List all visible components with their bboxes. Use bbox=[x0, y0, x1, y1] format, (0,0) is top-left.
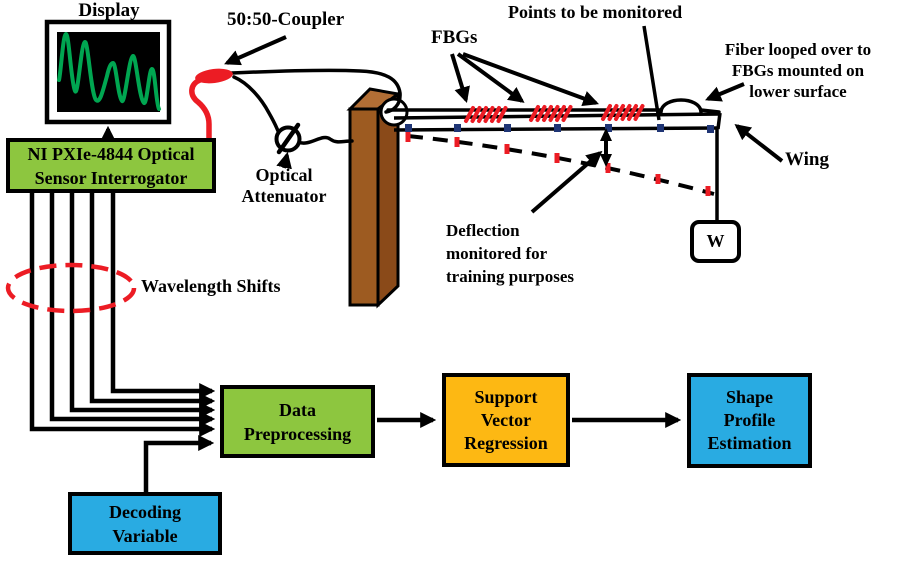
points-to-be-monitored-label: Points to be monitored bbox=[508, 2, 683, 22]
attenuator-label: Optical Attenuator bbox=[241, 165, 327, 206]
decoding-connector bbox=[143, 435, 215, 492]
display-monitor bbox=[44, 19, 172, 125]
fiber-loop-bump bbox=[659, 98, 703, 114]
points-pointer-line bbox=[642, 25, 661, 121]
fbg-arrow-3 bbox=[462, 52, 600, 107]
fbg-arrow-1 bbox=[450, 53, 470, 104]
fbg-hatches bbox=[464, 104, 645, 123]
optical-fibers bbox=[230, 68, 721, 145]
fbg-arrow-2 bbox=[456, 52, 525, 103]
deflected-points bbox=[405, 132, 711, 196]
deflection-arrow bbox=[530, 150, 603, 214]
support-vector-regression-box: Support Vector Regression bbox=[442, 373, 570, 467]
interrogator-box: NI PXIe-4844 Optical Sensor Interrogator bbox=[6, 138, 216, 193]
monitored-points bbox=[405, 124, 714, 133]
coupler-arrow bbox=[224, 35, 287, 66]
decoding-variable-box: Decoding Variable bbox=[68, 492, 222, 555]
weight-box: W bbox=[690, 220, 741, 263]
fbg-group-2 bbox=[529, 105, 573, 122]
deflection-label: Deflection monitored for training purpos… bbox=[446, 221, 574, 286]
fbg-group-3 bbox=[601, 104, 645, 121]
deflected-line bbox=[407, 134, 715, 196]
red-fiber bbox=[189, 77, 212, 144]
annotation-arrows bbox=[100, 25, 784, 214]
coupler-blob bbox=[195, 68, 233, 84]
shape-profile-estimation-box: Shape Profile Estimation bbox=[687, 373, 812, 468]
display-label: Display bbox=[78, 0, 140, 21]
fbgs-label: FBGs bbox=[431, 27, 478, 48]
fiber-loop-label: Fiber looped over to FBGs mounted on low… bbox=[724, 40, 872, 101]
wavelength-shifts-ellipse bbox=[5, 262, 137, 314]
fiber-loop-arrow bbox=[705, 82, 745, 102]
spectrum-trace bbox=[57, 31, 161, 111]
attenuator-arrow bbox=[276, 151, 292, 170]
data-preprocessing-box: Data Preprocessing bbox=[220, 385, 375, 458]
coupler-label: 50:50-Coupler bbox=[227, 9, 345, 30]
deflection-double-arrow bbox=[600, 128, 612, 167]
attenuator-icon bbox=[274, 122, 302, 155]
wing-arrow bbox=[734, 124, 784, 163]
clamp-beam bbox=[346, 87, 409, 309]
wavelength-shifts-label: Wavelength Shifts bbox=[141, 276, 281, 296]
wing-label: Wing bbox=[785, 149, 830, 170]
fbg-group-1 bbox=[464, 106, 508, 123]
